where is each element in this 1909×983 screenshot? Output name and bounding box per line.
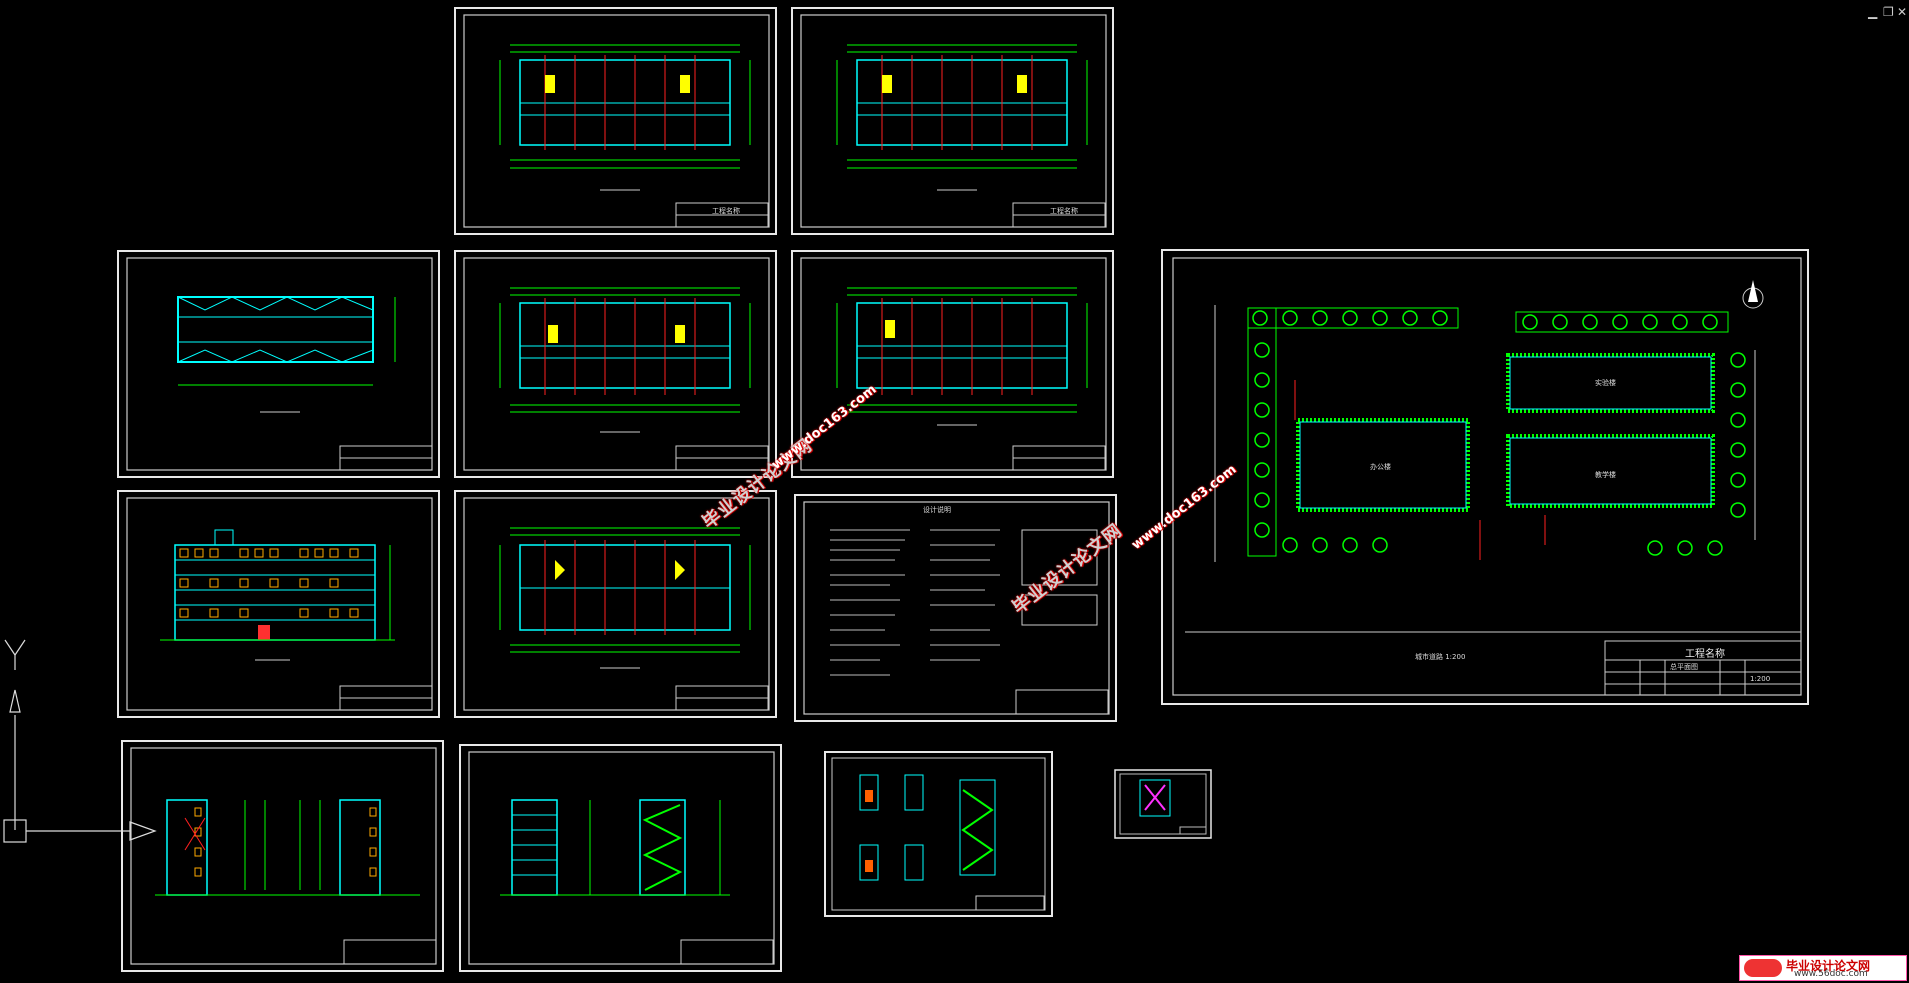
minimize-button[interactable]: ▁	[1868, 5, 1878, 19]
small-detail-sheet	[1114, 769, 1212, 839]
site-logo-icon[interactable]: 毕业设计论文网 www.56doc.com	[1739, 955, 1907, 981]
building-c-label: 教学楼	[1595, 471, 1616, 479]
building-b-label: 实验楼	[1595, 379, 1616, 387]
restore-button[interactable]: ❐	[1883, 5, 1894, 19]
floor-plan-4	[791, 250, 1114, 478]
north-arrow-icon	[1742, 280, 1764, 309]
notes-title: 设计说明	[923, 506, 951, 514]
logo-text-cn: 毕业设计论文网	[1786, 959, 1871, 973]
design-notes-sheet	[794, 494, 1117, 722]
building-a-label: 办公楼	[1370, 463, 1391, 471]
floor-plan-5	[454, 490, 777, 718]
close-button[interactable]: ✕	[1897, 5, 1908, 19]
logo-badge	[1744, 959, 1782, 977]
roof-plan	[117, 250, 440, 478]
sheet-1-title: 工程名称	[712, 207, 740, 215]
floor-plan-1	[454, 7, 777, 235]
site-plan-drawing-name: 总平面图	[1670, 663, 1698, 671]
site-plan-scale: 1:200	[1750, 675, 1771, 683]
site-plan-road-label: 城市道路 1:200	[1415, 653, 1466, 661]
logo-text-url: www.56doc.com	[1794, 969, 1868, 979]
stair-details	[824, 751, 1053, 917]
side-elevations	[121, 740, 444, 972]
floor-plan-3	[454, 250, 777, 478]
building-sections	[459, 744, 782, 972]
ucs-axis-icon	[3, 639, 157, 843]
sheet-2-title: 工程名称	[1050, 207, 1078, 215]
site-plan-sheet	[1161, 249, 1809, 705]
floor-plan-2	[791, 7, 1114, 235]
front-elevation	[117, 490, 440, 718]
site-plan-title-block-name: 工程名称	[1685, 649, 1725, 660]
